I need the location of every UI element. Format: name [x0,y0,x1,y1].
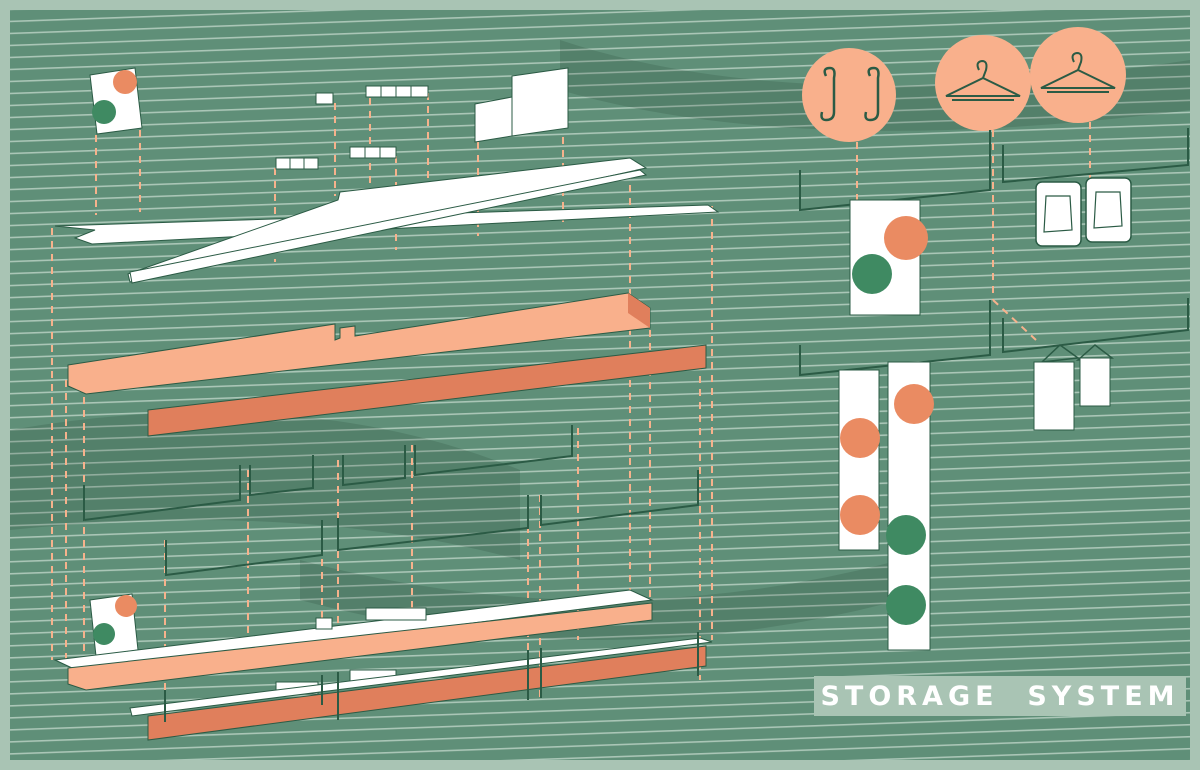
top-white-rails [54,157,720,284]
coat-hanger-icon [935,35,1031,131]
hanging-garments [1033,344,1115,431]
long-hanging-strips [838,361,934,651]
peach-shelves [67,292,707,437]
title-banner: STORAGE SYSTEM [814,676,1186,716]
hanging-tags [1035,177,1132,247]
assembled-shelf [53,589,713,741]
floating-boards [474,67,569,143]
hanging-panel [849,199,928,316]
rod-brackets [83,425,699,577]
s-hook-icon [802,48,896,142]
floating-card-small [89,67,143,135]
coat-hanger-icon [1030,27,1126,123]
page-title: STORAGE SYSTEM [820,680,1180,712]
floating-hooks [275,85,429,170]
